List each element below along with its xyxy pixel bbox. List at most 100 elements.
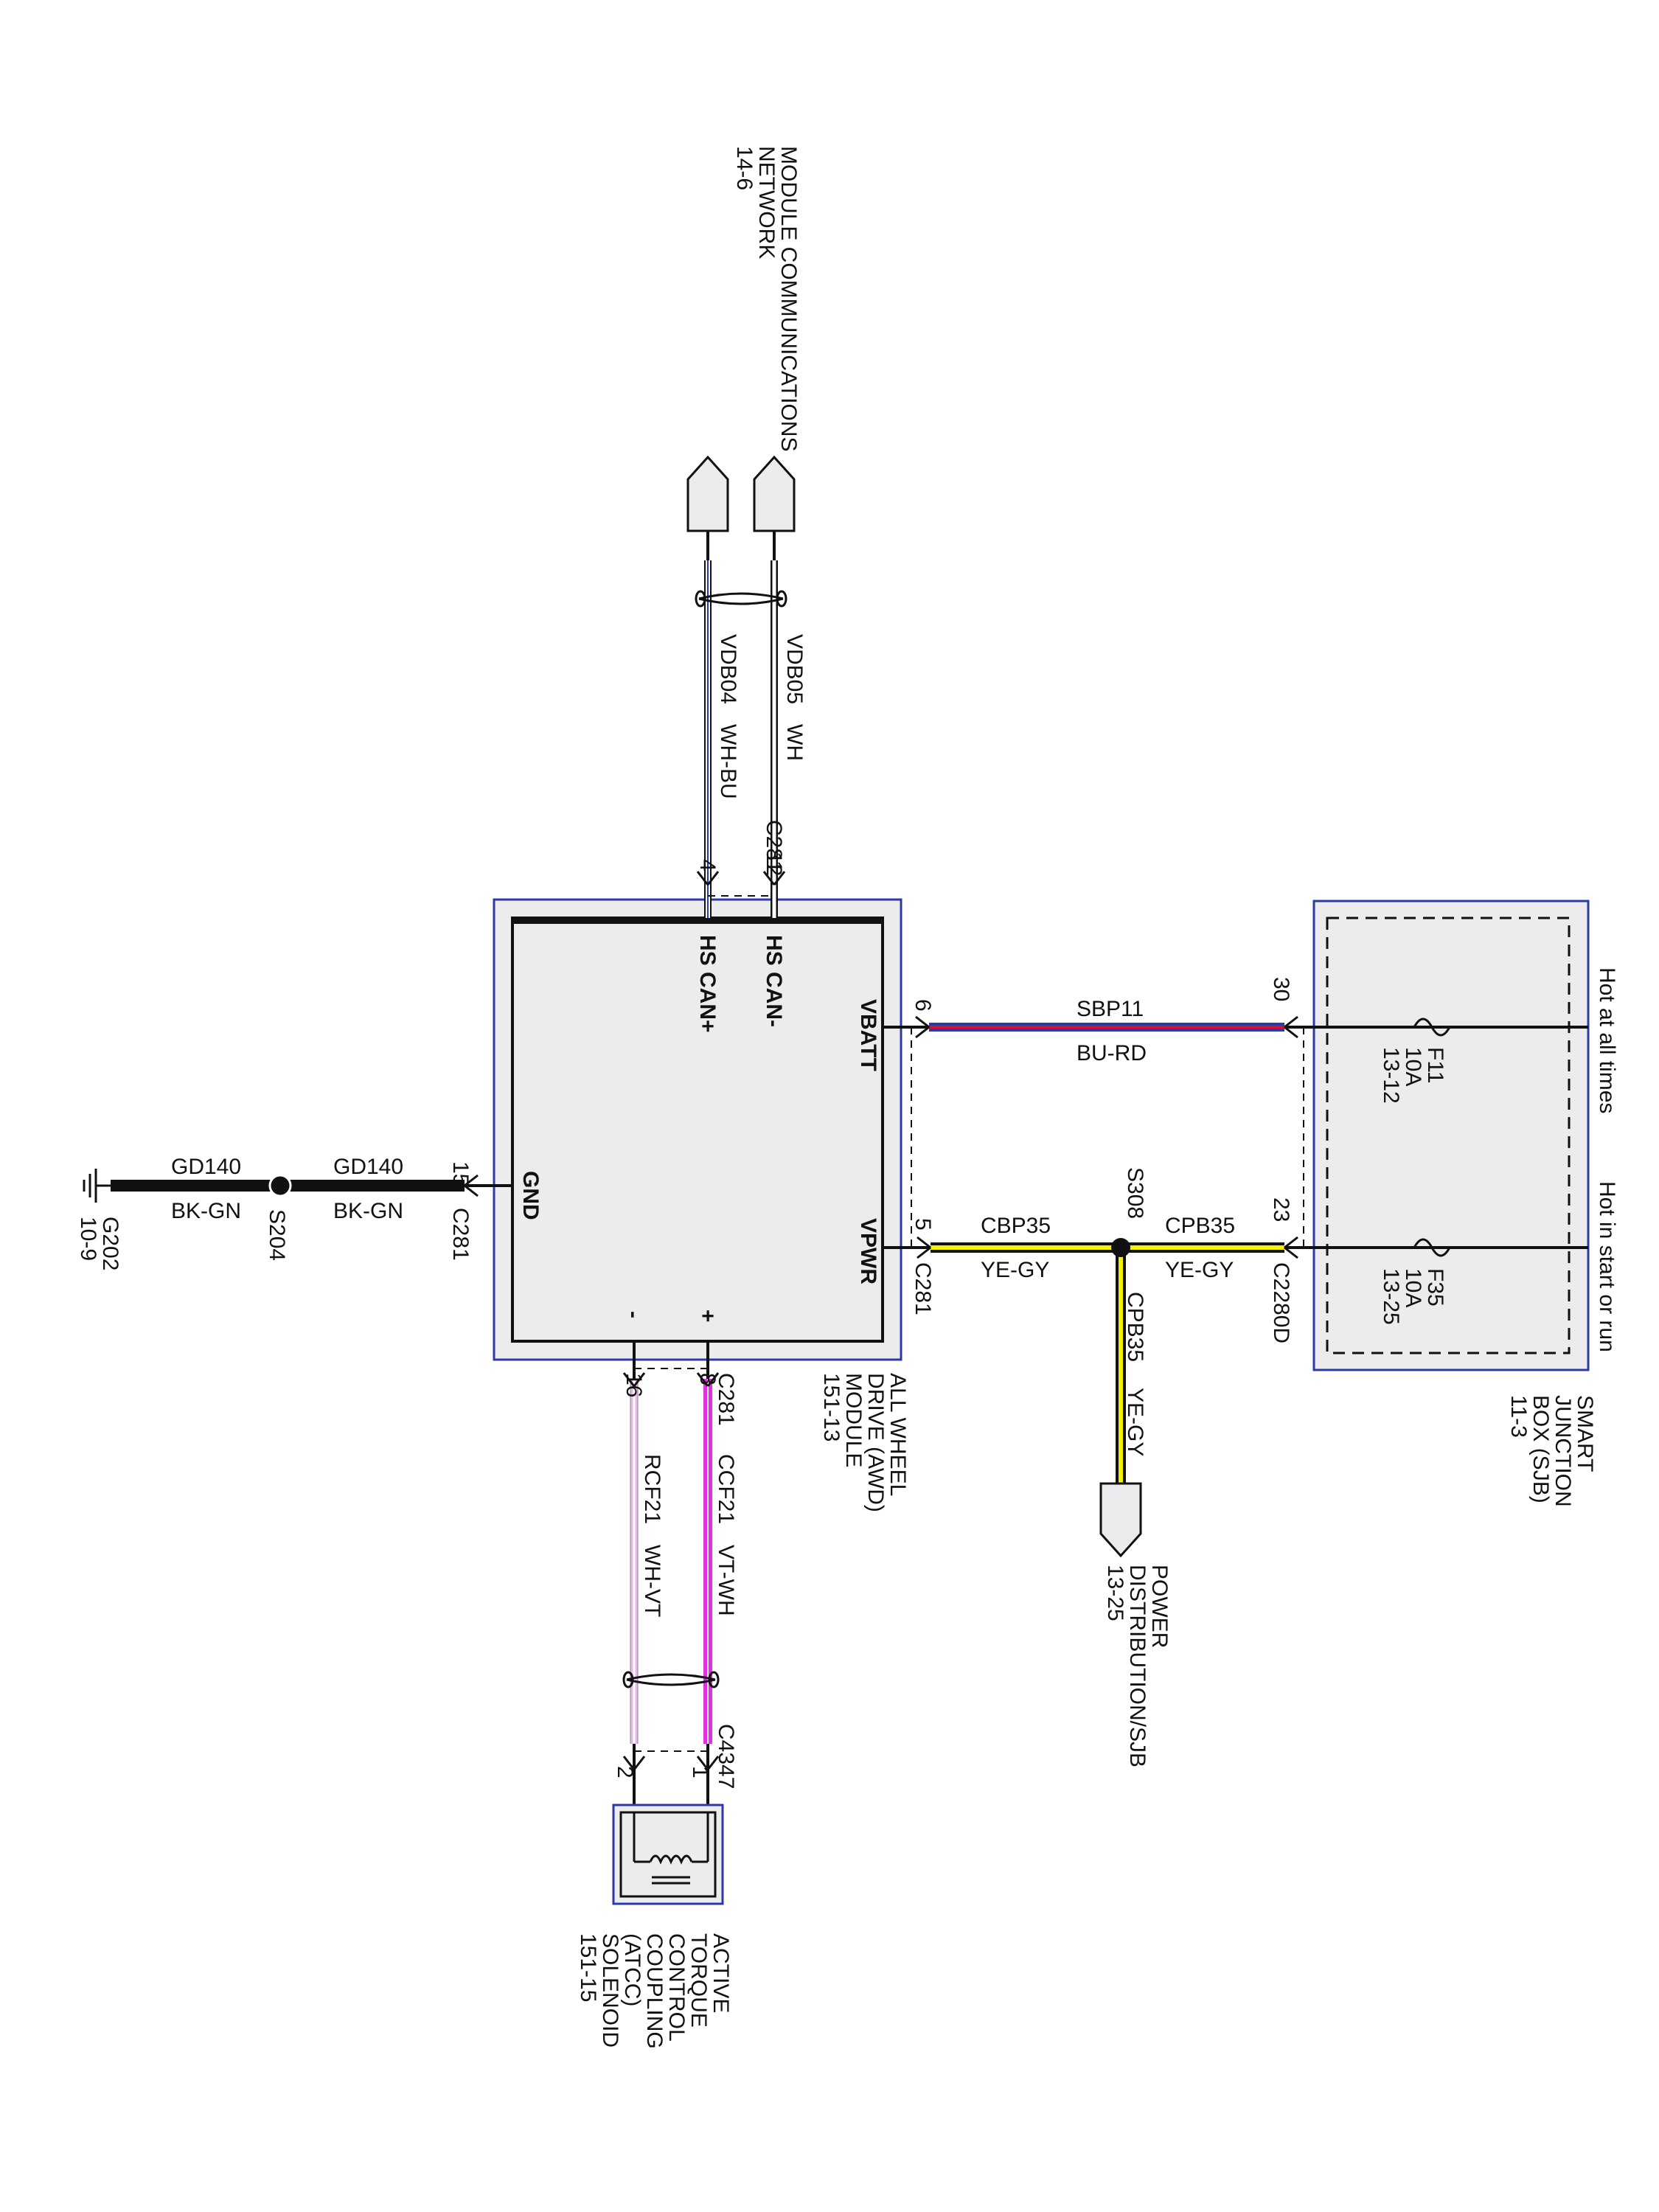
- pin-6-label: 6: [911, 999, 935, 1012]
- sjb-title: SMART JUNCTION BOX (SJB) 11-3: [1506, 1395, 1597, 1507]
- power-distribution-connector-icon: [1099, 1482, 1142, 1558]
- svg-text:13-12: 13-12: [1379, 1047, 1403, 1104]
- connector-pin-6-icon: [915, 1015, 930, 1039]
- wire-ye-gy-awd-label: YE-GY: [981, 1258, 1049, 1282]
- connector-pin-2-icon: [622, 1756, 646, 1770]
- wire-rcf21: [630, 1379, 639, 1744]
- svg-text:10A: 10A: [1401, 1047, 1425, 1086]
- atcc-solenoid-box: [612, 1804, 724, 1905]
- awd-gnd-label: GND: [518, 1171, 543, 1220]
- splice-s204: [268, 1174, 292, 1197]
- wire-wh-vt-label: WH-VT: [640, 1545, 664, 1617]
- wire-bk-gn-ground-label: BK-GN: [171, 1199, 241, 1223]
- atcc-solenoid-title: ACTIVE TORQUE CONTROL COUPLING (ATCC) SO…: [576, 1933, 733, 2049]
- connector-c281-gnd-label: C281: [448, 1208, 473, 1261]
- wire-sbp11-label: SBP11: [1077, 997, 1144, 1021]
- svg-text:MODULE: MODULE: [841, 1373, 866, 1467]
- twisted-pair-can-icon: [698, 592, 784, 605]
- svg-text:(ATCC): (ATCC): [620, 1933, 644, 2006]
- svg-text:TORQUE: TORQUE: [686, 1933, 711, 2028]
- svg-text:F35: F35: [1423, 1268, 1447, 1307]
- connector-c281-atcc-label: C281: [714, 1373, 738, 1426]
- fuse-f35-label: F35 10A 13-25: [1379, 1268, 1447, 1325]
- svg-text:SMART: SMART: [1573, 1395, 1597, 1472]
- fuse-f11-label: F11 10A 13-12: [1379, 1047, 1447, 1104]
- connector-pin-30-icon: [1284, 1015, 1311, 1039]
- svg-text:10A: 10A: [1401, 1268, 1425, 1307]
- svg-text:13-25: 13-25: [1103, 1565, 1127, 1621]
- pin-30-label: 30: [1269, 977, 1293, 1001]
- wire-ye-gy-sjb-label: YE-GY: [1165, 1258, 1234, 1282]
- svg-text:NETWORK: NETWORK: [754, 146, 779, 259]
- splice-s308: [1111, 1238, 1130, 1257]
- connector-pin-16-icon: [622, 1372, 646, 1387]
- wire-vt-wh-label: VT-WH: [714, 1545, 738, 1616]
- awd-module-box: [493, 898, 902, 1361]
- awd-hs-can-minus-label: HS CAN-: [762, 935, 786, 1027]
- wire-cbp35-label: CBP35: [981, 1214, 1051, 1238]
- connector-c281-vpwr-label: C281: [911, 1262, 935, 1315]
- wire-bu-rd-label: BU-RD: [1077, 1041, 1147, 1065]
- svg-text:14-6: 14-6: [732, 146, 757, 190]
- connector-pin-23-icon: [1284, 1236, 1298, 1259]
- pin-5-label: 5: [911, 1218, 935, 1231]
- wire-cpb35-label: CPB35: [1165, 1214, 1235, 1238]
- awd-module-inner: [511, 917, 884, 1343]
- mcn-title: MODULE COMMUNICATIONS NETWORK 14-6: [732, 146, 801, 451]
- svg-text:MODULE COMMUNICATIONS: MODULE COMMUNICATIONS: [776, 146, 801, 451]
- awd-vpwr-label: VPWR: [856, 1218, 880, 1284]
- splice-s204-label: S204: [265, 1209, 289, 1261]
- wire-gd140-ground-label: GD140: [171, 1155, 241, 1179]
- awd-minus-label: -: [622, 1311, 646, 1318]
- mcn-connector-can-minus-icon: [753, 455, 796, 532]
- awd-vbatt-label: VBATT: [856, 999, 880, 1071]
- svg-text:F11: F11: [1423, 1047, 1447, 1083]
- svg-text:13-25: 13-25: [1379, 1268, 1403, 1325]
- fuse-f11-icon: [1413, 1018, 1451, 1037]
- wire-ye-gy-down-label: YE-GY: [1123, 1388, 1147, 1456]
- svg-text:ACTIVE: ACTIVE: [709, 1933, 733, 2013]
- svg-text:CONTROL: CONTROL: [664, 1933, 689, 2042]
- mcn-connector-can-plus-icon: [686, 455, 729, 532]
- hot-at-all-times-label: Hot at all times: [1595, 967, 1619, 1113]
- svg-text:JUNCTION: JUNCTION: [1551, 1395, 1575, 1507]
- pin-15-label: 15: [448, 1161, 473, 1186]
- wire-bk-gn-awd-label: BK-GN: [333, 1199, 403, 1223]
- twisted-pair-atcc-icon: [626, 1673, 716, 1686]
- svg-text:G202: G202: [98, 1217, 122, 1270]
- connector-pin-8-icon: [696, 1372, 720, 1387]
- ground-g202-label: G202 10-9: [76, 1217, 122, 1270]
- awd-plus-label: +: [695, 1310, 720, 1323]
- wire-gd140-awd-label: GD140: [333, 1155, 403, 1179]
- svg-text:DISTRIBUTION/SJB: DISTRIBUTION/SJB: [1125, 1565, 1150, 1767]
- svg-text:11-3: 11-3: [1506, 1395, 1531, 1438]
- awd-hs-can-plus-label: HS CAN+: [695, 935, 720, 1033]
- connector-pin-4-icon: [696, 871, 720, 886]
- splice-s308-label: S308: [1123, 1167, 1147, 1219]
- fuse-f35-icon: [1413, 1238, 1451, 1257]
- connector-pin-15-icon: [464, 1174, 479, 1197]
- pin-1-label: 1: [688, 1766, 712, 1778]
- wire-wh-label: WH: [782, 724, 807, 761]
- svg-text:ALL WHEEL: ALL WHEEL: [886, 1373, 910, 1496]
- hot-in-start-or-run-label: Hot in start or run: [1595, 1181, 1619, 1352]
- connector-c4347-label: C4347: [714, 1724, 738, 1789]
- connector-c281-can-label: C281: [762, 820, 786, 873]
- wire-vdb04-label: VDB04: [716, 634, 740, 704]
- pin-4-label: 4: [695, 859, 720, 872]
- connector-pin-1-icon: [696, 1756, 720, 1770]
- ground-icon: [83, 1169, 111, 1203]
- connector-pin-5-icon: [917, 1236, 931, 1259]
- pin-23-label: 23: [1269, 1197, 1293, 1222]
- svg-text:POWER: POWER: [1147, 1565, 1172, 1648]
- wire-vdb05-label: VDB05: [782, 634, 807, 704]
- svg-text:151-15: 151-15: [576, 1933, 600, 2002]
- pin-8-label: 8: [695, 1373, 720, 1385]
- svg-text:10-9: 10-9: [76, 1217, 100, 1261]
- sjb-inner-dashed: [1326, 917, 1571, 1354]
- sjb-box: [1312, 900, 1590, 1371]
- svg-text:BOX (SJB): BOX (SJB): [1528, 1395, 1553, 1503]
- svg-text:DRIVE (AWD): DRIVE (AWD): [863, 1373, 888, 1512]
- wire-wh-bu-label: WH-BU: [716, 724, 740, 799]
